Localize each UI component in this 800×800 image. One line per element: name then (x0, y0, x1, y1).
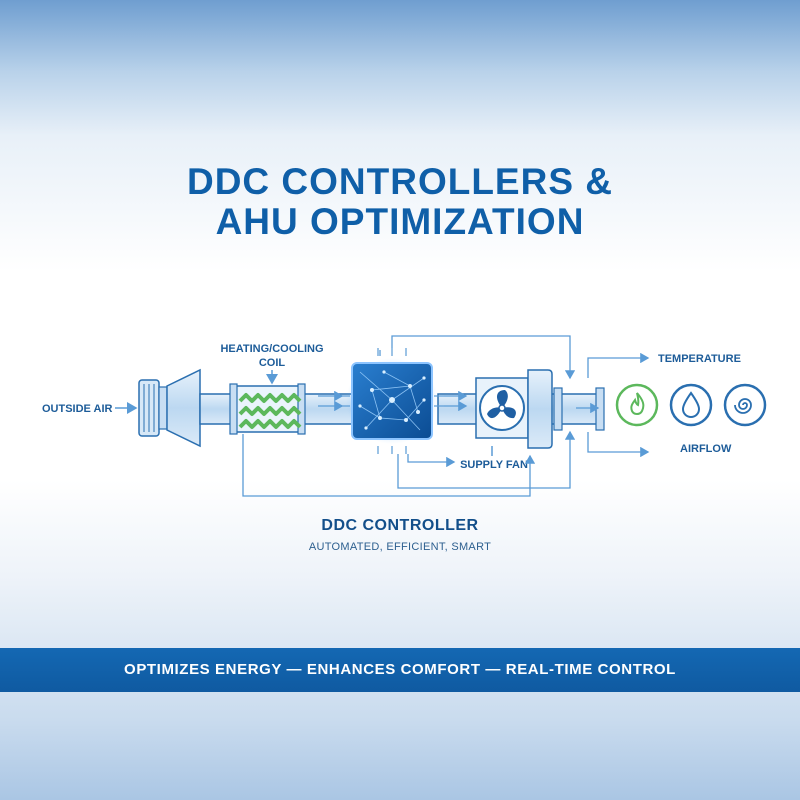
airflow-label: AIRFLOW (680, 443, 732, 455)
intake-filter (138, 379, 168, 437)
benefits-banner: OPTIMIZES ENERGY — ENHANCES COMFORT — RE… (0, 648, 800, 692)
page-title-line-2: AHU OPTIMIZATION (215, 201, 585, 242)
temperature-label: TEMPERATURE (658, 353, 741, 365)
duct-section-2 (437, 393, 479, 425)
ddc-controller-subtitle: AUTOMATED, EFFICIENT, SMART (308, 541, 492, 553)
supply-fan-label: SUPPLY FAN (460, 459, 528, 471)
outside-air-label: OUTSIDE AIR (42, 403, 113, 415)
coil-label-line-1: HEATING/COOLING (220, 343, 323, 355)
intake-funnel (166, 368, 201, 448)
swirl-icon (723, 383, 767, 427)
control-loop-lines (242, 335, 650, 497)
benefits-banner-text: OPTIMIZES ENERGY — ENHANCES COMFORT — RE… (124, 661, 676, 678)
flame-icon (615, 383, 659, 427)
page-title-line-1: DDC CONTROLLERS & (186, 161, 614, 202)
coil-label-line-2: COIL (259, 357, 286, 369)
water-drop-icon (669, 383, 713, 427)
supply-fan (475, 369, 553, 449)
ddc-controller-chip[interactable] (340, 348, 444, 454)
ddc-controller-label: DDC CONTROLLER (321, 517, 479, 534)
heating-cooling-coil (229, 383, 306, 435)
